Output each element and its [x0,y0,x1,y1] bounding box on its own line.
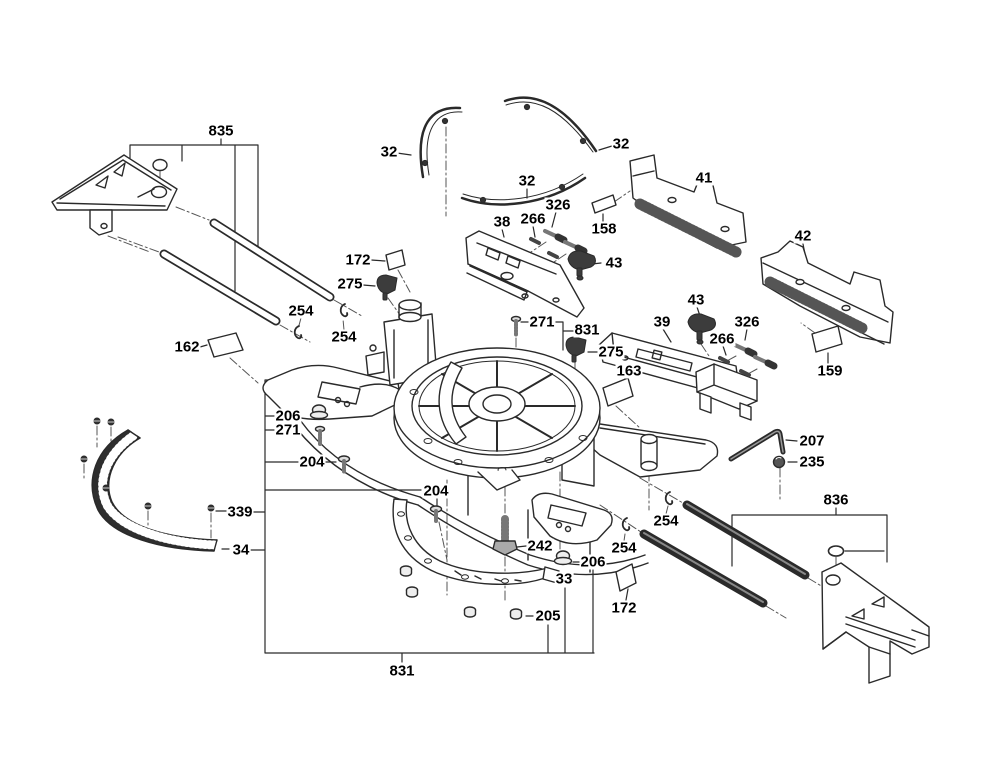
part-43-knob-top [567,250,596,281]
part-254-clips [293,303,674,532]
part-207-hex-wrench [728,428,786,462]
part-43-knob-right [687,313,716,345]
part-41-fence [629,154,747,259]
part-172-label-sticker-bottom [615,563,637,592]
part-205-nuts [399,565,523,620]
part-39-mount-bracket [695,363,758,421]
part-204-screws [337,455,443,523]
part-42-fence [760,240,894,345]
part-162-label-sticker [207,332,244,358]
part-38-fence [465,230,585,318]
part-159-label-sticker [811,325,843,353]
part-242-bolt [492,515,518,556]
part-support-rods-right [639,500,810,608]
part-836-washer [827,545,845,557]
part-326-266-screws-right [718,343,778,377]
part-34-miter-scale [91,429,220,552]
part-835-support-plate [51,154,178,236]
part-836-support-plate [821,562,930,684]
part-326-266-screws-top [529,229,588,259]
part-206-flange-nuts [309,404,573,566]
part-33-detent-bracket [392,498,560,585]
part-163-label-sticker [602,377,634,407]
part-275-knob-right [565,336,587,363]
part-32-curved-strips [419,96,598,206]
part-271-screws [314,315,522,446]
part-339-screws [80,417,215,512]
part-275-knob-top [376,274,398,301]
part-235-cap [772,455,786,469]
part-turntable [393,347,601,491]
part-158-label-sticker [591,194,617,214]
part-support-rods-left [159,218,335,326]
part-172-label-sticker-top [385,249,406,271]
